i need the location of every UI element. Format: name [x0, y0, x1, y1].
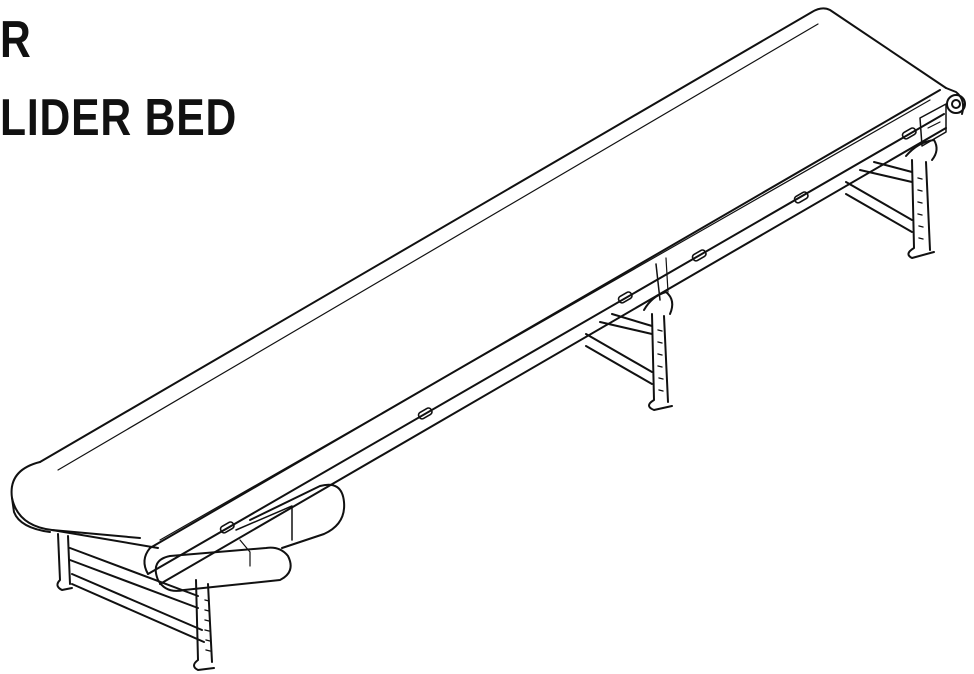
title-line-2: LIDER BED — [0, 89, 238, 147]
frame-slot — [417, 407, 433, 420]
drive-motor — [154, 483, 346, 592]
support-stand-left — [56, 533, 215, 671]
frame-slots — [219, 127, 917, 534]
support-stand-middle — [585, 291, 674, 411]
frame-slot — [901, 127, 917, 140]
frame-slot — [793, 191, 809, 204]
frame-slot — [219, 521, 235, 534]
frame-slot — [691, 249, 707, 262]
side-frame — [11, 113, 947, 585]
support-stand-right — [845, 139, 938, 259]
frame-slot — [617, 291, 633, 304]
title-line-1: R — [0, 11, 32, 69]
head-end — [919, 94, 966, 147]
belt-surface — [10, 7, 965, 575]
